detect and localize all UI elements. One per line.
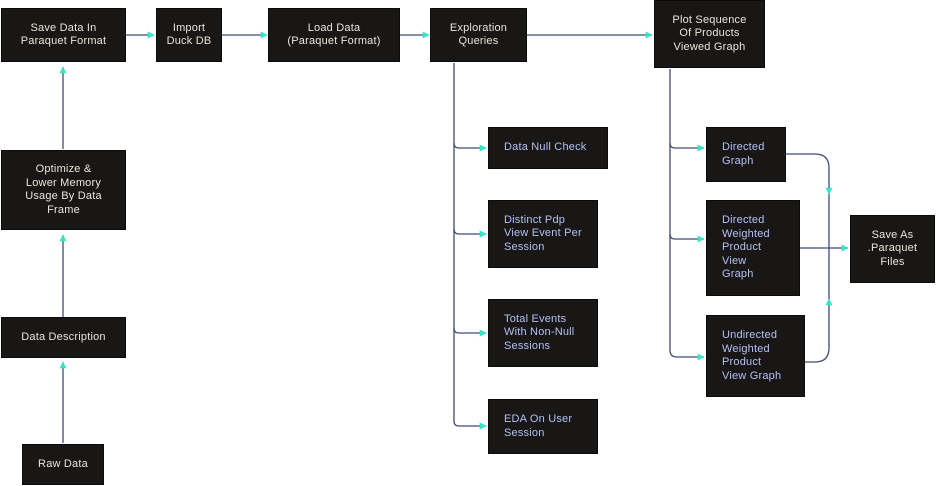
arrow-undirected-to-save [805, 298, 833, 363]
eda-user-session-node[interactable]: EDA On User Session [488, 399, 598, 454]
exploration-queries-node[interactable]: Exploration Queries [430, 8, 527, 62]
arrow-exploration-to-eda [453, 328, 487, 430]
arrow-plot-to-undirected [669, 234, 705, 361]
data-description-node[interactable]: Data Description [1, 317, 126, 358]
directed-weighted-graph-node[interactable]: Directed Weighted Product View Graph [706, 200, 800, 296]
load-data-node[interactable]: Load Data (Paraquet Format) [268, 8, 400, 62]
optimize-memory-node[interactable]: Optimize & Lower Memory Usage By Data Fr… [1, 150, 126, 230]
save-paraquet-files-node[interactable]: Save As .Paraquet Files [850, 215, 935, 283]
arrow-directed-to-save [786, 153, 833, 195]
raw-data-node[interactable]: Raw Data [22, 444, 104, 485]
total-events-node[interactable]: Total Events With Non-Null Sessions [488, 299, 598, 367]
plot-sequence-node[interactable]: Plot Sequence Of Products Viewed Graph [654, 0, 765, 68]
arrow-exploration-to-null-check [453, 63, 487, 152]
import-duckdb-node[interactable]: Import Duck DB [156, 8, 222, 62]
distinct-pdp-node[interactable]: Distinct Pdp View Event Per Session [488, 200, 598, 268]
arrow-plot-to-directed [669, 69, 705, 152]
arrow-exploration-to-distinct-pdp [453, 143, 487, 238]
directed-graph-node[interactable]: Directed Graph [706, 127, 786, 182]
arrow-plot-to-directed-weighted [669, 143, 705, 243]
arrow-exploration-to-total-events [453, 229, 487, 337]
undirected-weighted-graph-node[interactable]: Undirected Weighted Product View Graph [706, 315, 805, 397]
save-data-paraquet-node[interactable]: Save Data In Paraquet Format [1, 8, 126, 62]
data-null-check-node[interactable]: Data Null Check [488, 127, 608, 169]
